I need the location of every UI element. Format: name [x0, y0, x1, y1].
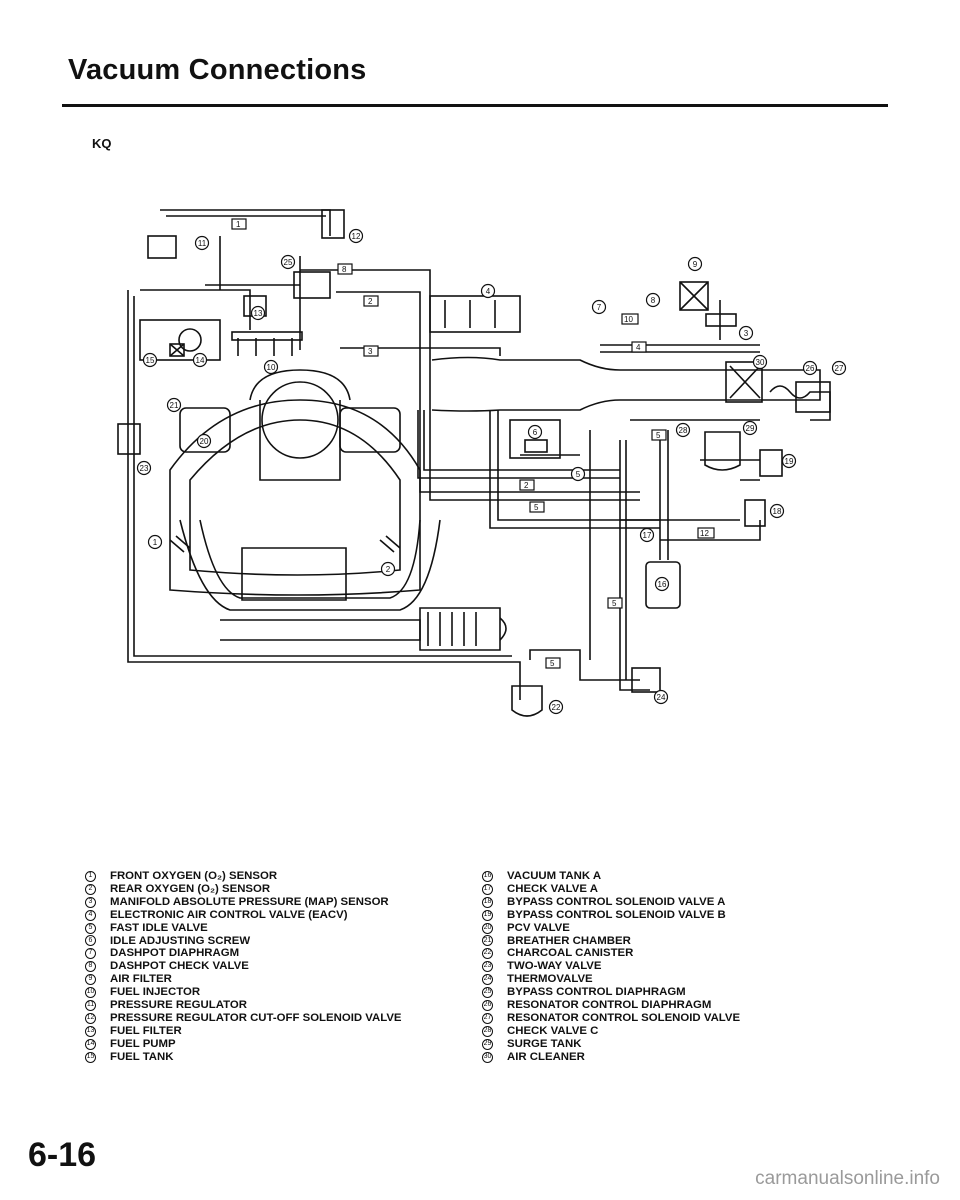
callout-14: 14: [196, 356, 205, 365]
callout-27: 27: [835, 364, 844, 373]
hose-tag: 8: [342, 265, 347, 274]
callout-2: 2: [386, 565, 391, 574]
hose-tag: 5: [656, 431, 661, 440]
callout-5: 5: [576, 470, 581, 479]
hose-tag: 10: [624, 315, 633, 324]
callout-11: 11: [198, 239, 207, 248]
footer-watermark: carmanualsonline.info: [755, 1168, 940, 1189]
callout-10: 10: [267, 363, 276, 372]
callout-13: 13: [254, 309, 263, 318]
callout-26: 26: [806, 364, 815, 373]
callout-17: 17: [643, 531, 652, 540]
callout-3: 3: [744, 329, 749, 338]
callout-9: 9: [693, 260, 698, 269]
callout-28: 28: [679, 426, 688, 435]
callout-20: 20: [200, 437, 209, 446]
callout-21: 21: [170, 401, 179, 410]
title-rule: [62, 104, 888, 107]
callout-18: 18: [773, 507, 782, 516]
vacuum-diagram: 1 8 2 3 4 2 5 5 5 5 10 12 1: [117, 209, 847, 717]
hose-tag: 2: [368, 297, 373, 306]
callout-12: 12: [352, 232, 361, 241]
hose-tag: 3: [368, 347, 373, 356]
page-number: 6-16: [28, 1136, 97, 1174]
hose-tag: 5: [534, 503, 539, 512]
callout-24: 24: [657, 693, 666, 702]
callout-1: 1: [153, 538, 158, 547]
callout-29: 29: [746, 424, 755, 433]
callout-25: 25: [284, 258, 293, 267]
hose-tag: 4: [636, 343, 641, 352]
hose-tag: 2: [524, 481, 529, 490]
model-code: KQ: [92, 136, 112, 151]
callout-16: 16: [658, 580, 667, 589]
callout-8: 8: [651, 296, 656, 305]
hose-tag: 5: [612, 599, 617, 608]
callout-23: 23: [140, 464, 149, 473]
hose-tag: 12: [700, 529, 709, 538]
page-title: Vacuum Connections: [68, 54, 367, 86]
callout-19: 19: [785, 457, 794, 466]
callout-4: 4: [486, 287, 491, 296]
hose-tag: 1: [236, 220, 241, 229]
callout-6: 6: [533, 428, 538, 437]
callout-15: 15: [146, 356, 155, 365]
callout-7: 7: [597, 303, 602, 312]
callout-30: 30: [756, 358, 765, 367]
callout-22: 22: [552, 703, 561, 712]
hose-tag: 5: [550, 659, 555, 668]
